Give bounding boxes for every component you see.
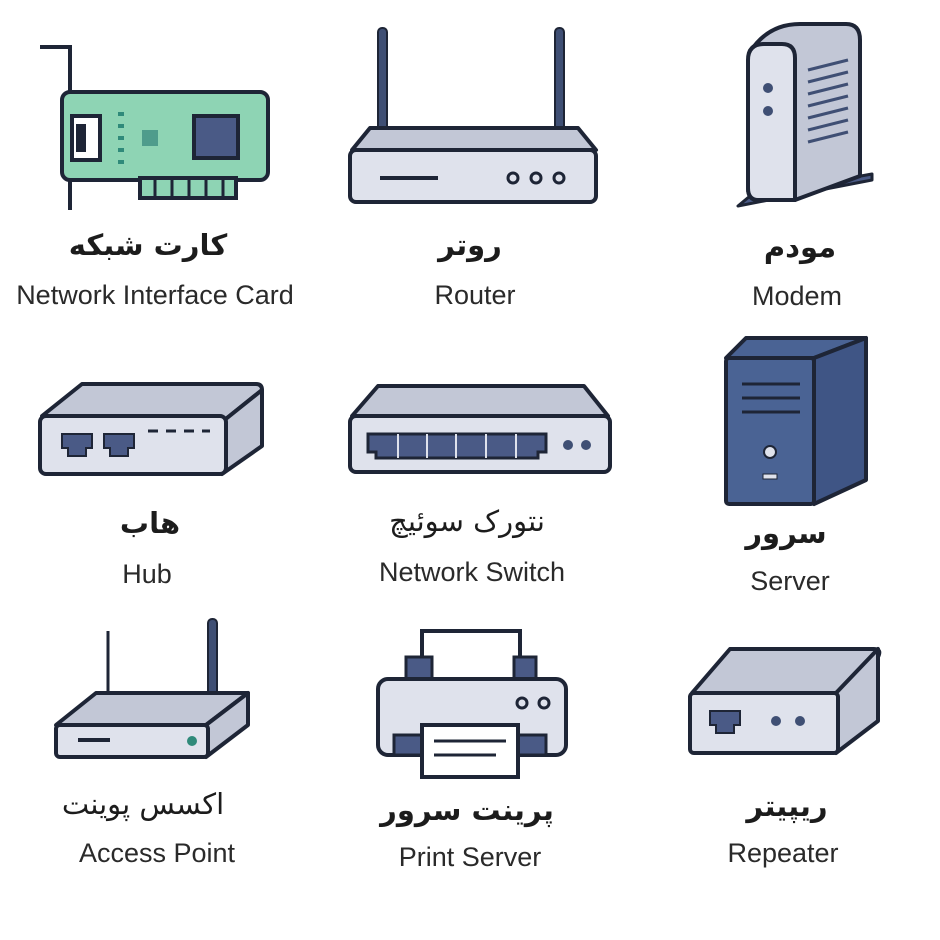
hub-label-fa: هاب <box>119 506 181 540</box>
nic-label-en: Network Interface Card <box>16 280 294 310</box>
router-cell: روتر Router <box>330 0 620 320</box>
modem-label-en: Modem <box>751 281 843 311</box>
access-point-label-en: Access Point <box>78 838 236 868</box>
switch-cell: نتورک سوئیچ Network Switch <box>330 330 620 610</box>
network-card-icon <box>40 45 270 210</box>
server-label-en: Server <box>750 566 830 596</box>
print-server-label-fa: پرینت سرور <box>380 793 554 827</box>
hub-label-en: Hub <box>122 559 172 589</box>
print-server-cell: پرینت سرور Print Server <box>330 615 620 875</box>
switch-label-fa: نتورک سوئیچ <box>389 504 545 538</box>
access-point-cell: اکسس پوینت Access Point <box>0 615 310 875</box>
server-cell: سرور Server <box>650 330 940 610</box>
access-point-label-fa: اکسس پوینت <box>61 787 225 821</box>
repeater-label-fa: ریپیتر <box>746 789 828 823</box>
router-label-fa: روتر <box>438 228 502 262</box>
print-server-icon <box>376 629 568 779</box>
hub-cell: هاب Hub <box>0 330 300 610</box>
nic-label-fa: کارت شبکه <box>68 228 228 262</box>
access-point-icon <box>54 618 250 759</box>
repeater-icon <box>688 647 882 755</box>
repeater-cell: ریپیتر Repeater <box>650 615 940 875</box>
server-label-fa: سرور <box>745 516 827 550</box>
server-icon <box>724 336 868 506</box>
switch-label-en: Network Switch <box>378 557 566 587</box>
modem-icon <box>736 22 874 208</box>
hub-icon <box>38 382 264 476</box>
modem-cell: مودم Modem <box>650 0 940 320</box>
router-icon <box>348 27 598 204</box>
print-server-label-en: Print Server <box>398 842 542 872</box>
repeater-label-en: Repeater <box>727 838 839 868</box>
nic-cell: کارت شبکه Network Interface Card <box>0 0 310 320</box>
router-label-en: Router <box>434 280 516 310</box>
modem-label-fa: مودم <box>763 230 837 264</box>
network-switch-icon <box>348 384 612 474</box>
